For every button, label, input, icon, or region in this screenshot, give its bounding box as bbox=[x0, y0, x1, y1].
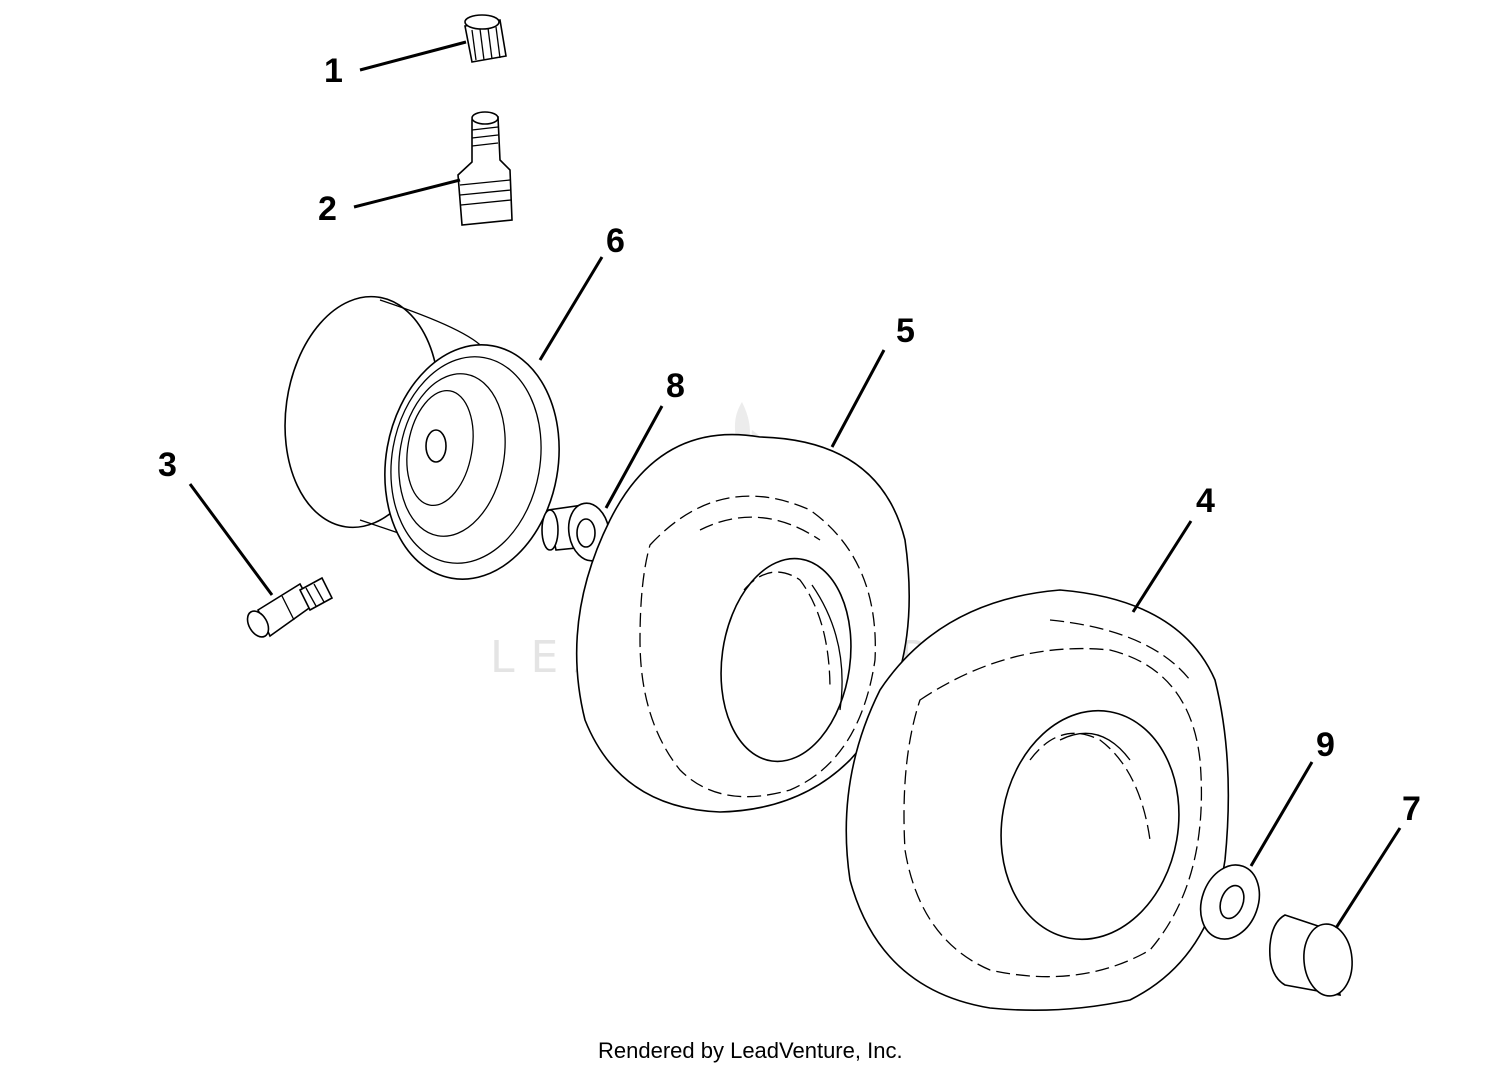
part-valve-stem bbox=[457, 111, 513, 226]
leader-line-5 bbox=[830, 349, 886, 448]
callout-3: 3 bbox=[158, 446, 177, 484]
leader-line-8 bbox=[604, 405, 664, 509]
part-wheel-rim bbox=[284, 295, 560, 580]
leader-line-7 bbox=[1334, 827, 1402, 929]
callout-labels: 1 2 3 4 5 6 7 8 9 bbox=[158, 52, 1421, 828]
part-tire-front bbox=[575, 433, 910, 813]
part-washer bbox=[1199, 864, 1261, 940]
callout-9: 9 bbox=[1316, 726, 1335, 764]
leader-line-2 bbox=[353, 178, 461, 209]
leader-line-3 bbox=[188, 483, 274, 596]
leader-lines bbox=[188, 40, 1402, 929]
part-hub-cap bbox=[1268, 914, 1353, 997]
callout-8: 8 bbox=[666, 367, 685, 405]
part-grease-fitting bbox=[246, 576, 334, 638]
leader-line-1 bbox=[359, 40, 467, 72]
footer-credit: Rendered by LeadVenture, Inc. bbox=[598, 1038, 903, 1063]
leader-line-9 bbox=[1249, 761, 1314, 867]
leader-line-6 bbox=[538, 256, 604, 361]
callout-1: 1 bbox=[324, 52, 343, 90]
callout-4: 4 bbox=[1196, 482, 1215, 520]
callout-7: 7 bbox=[1402, 790, 1421, 828]
part-valve-cap bbox=[464, 14, 507, 63]
callout-5: 5 bbox=[896, 312, 915, 350]
leader-line-4 bbox=[1131, 520, 1193, 613]
callout-2: 2 bbox=[318, 190, 337, 228]
part-tire-rear bbox=[845, 589, 1230, 1012]
callout-6: 6 bbox=[606, 222, 625, 260]
